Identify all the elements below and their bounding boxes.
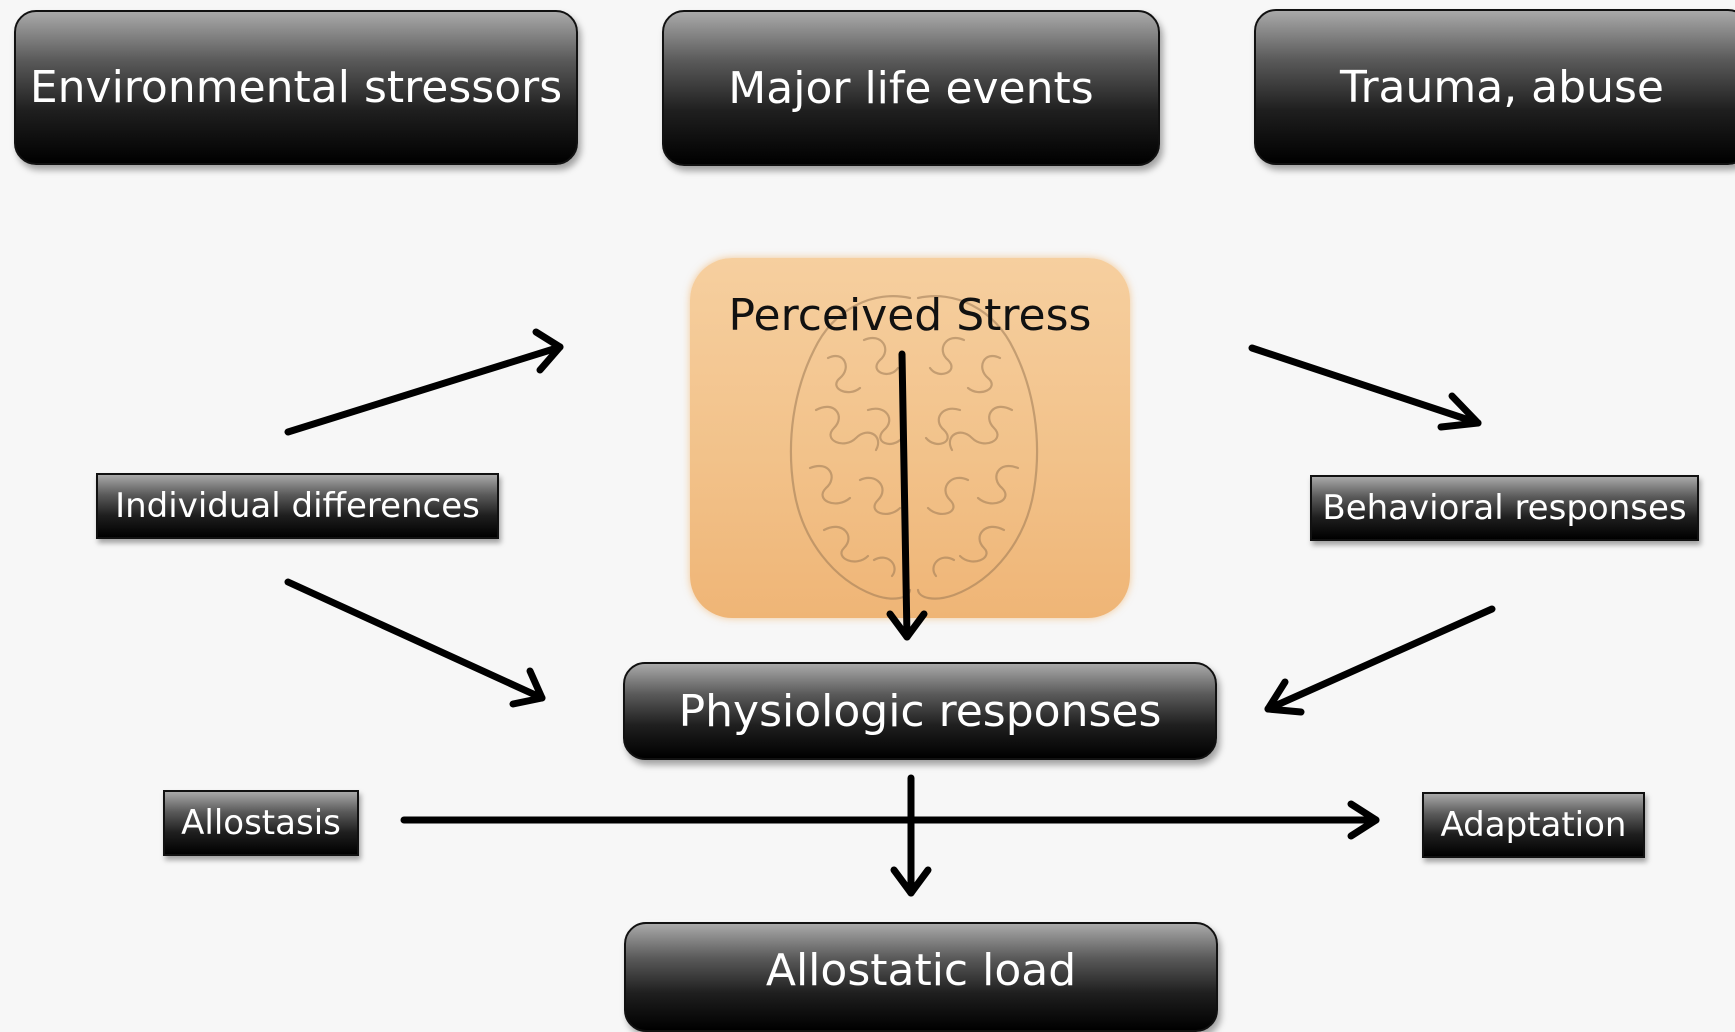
major-life-events-label: Major life events [728,62,1094,114]
trauma-abuse-label: Trauma, abuse [1340,61,1664,113]
arrow-individual-to-perceived [284,328,564,436]
allostatic-load-label: Allostatic load [765,944,1077,996]
major-life-events-box: Major life events [662,10,1160,166]
physiologic-responses-label: Physiologic responses [678,685,1162,737]
arrow-physiologic-to-allostatic-load [890,774,932,897]
environmental-stressors-box: Environmental stressors [14,10,578,165]
adaptation-label: Adaptation [1440,805,1627,845]
individual-differences-label: Individual differences [115,486,480,526]
allostatic-load-box: Allostatic load [624,922,1218,1032]
brain-icon [789,295,1039,600]
arrow-to-behavioral [1248,344,1482,431]
behavioral-responses-label: Behavioral responses [1322,488,1687,528]
allostasis-box: Allostasis [163,790,359,856]
behavioral-responses-box: Behavioral responses [1310,475,1699,541]
trauma-abuse-box: Trauma, abuse [1254,9,1735,165]
perceived-stress-label: Perceived Stress [728,290,1092,341]
perceived-stress-box: Perceived Stress [690,258,1130,618]
allostasis-label: Allostasis [181,803,341,843]
physiologic-responses-box: Physiologic responses [623,662,1217,760]
arrow-individual-to-physiologic [284,578,546,708]
adaptation-box: Adaptation [1422,792,1645,858]
arrow-behavioral-to-physiologic [1264,605,1496,716]
arrow-allostasis-to-adaptation [400,800,1380,840]
individual-differences-box: Individual differences [96,473,499,539]
environmental-stressors-label: Environmental stressors [29,62,563,113]
